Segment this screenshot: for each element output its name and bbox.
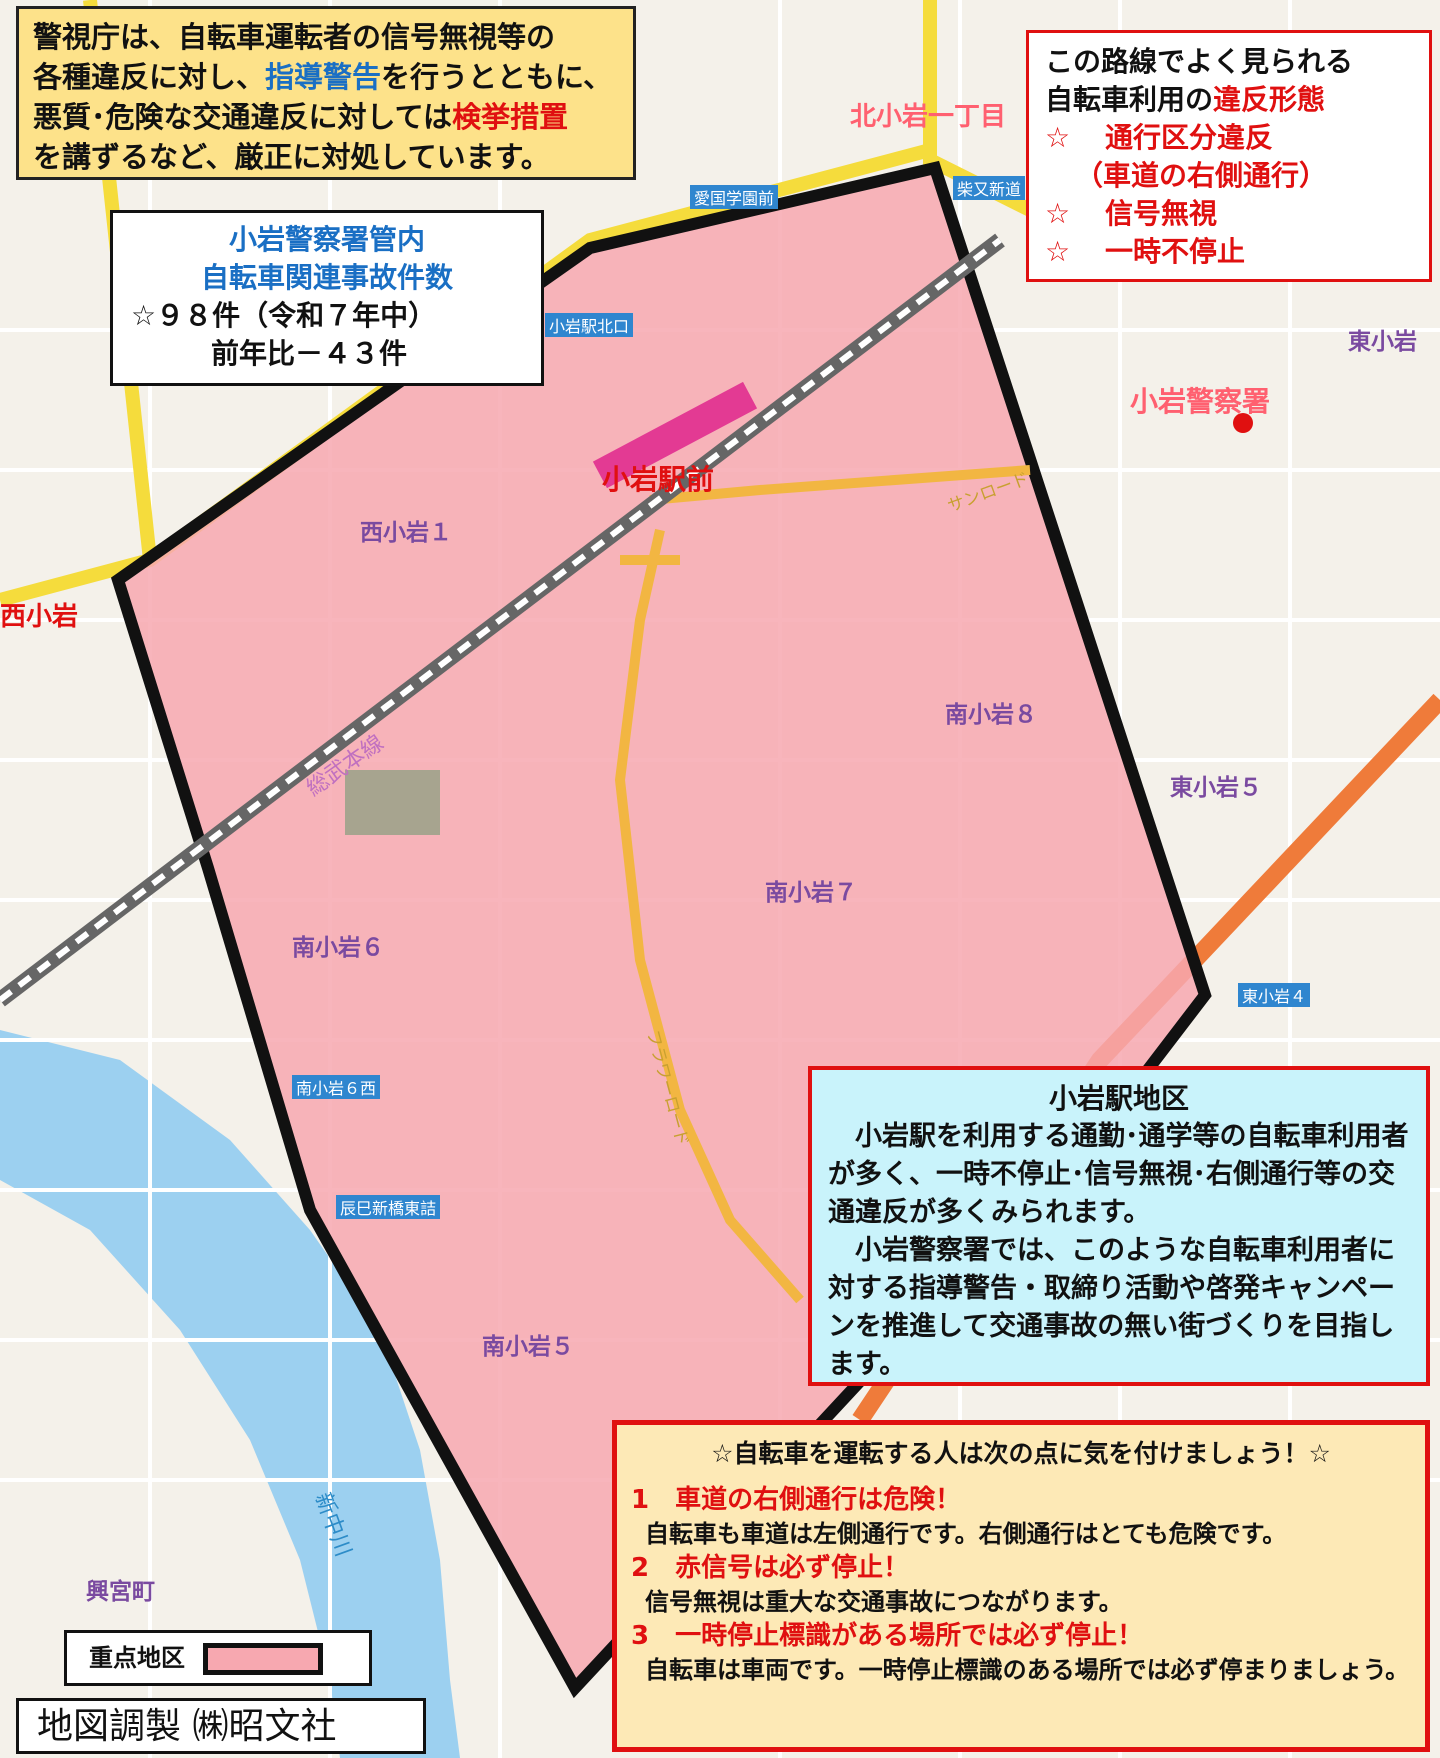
legend-swatch xyxy=(203,1643,323,1675)
label-minamikoiwa6nishi: 南小岩６西 xyxy=(292,1075,381,1099)
station-building xyxy=(592,381,758,489)
park xyxy=(345,770,440,835)
tip-desc-3: 自転車は車両です。一時停止標識のある場所では必ず停まりましょう。 xyxy=(645,1656,1410,1684)
violation-item-2: ☆ 信号無視 xyxy=(1045,195,1413,233)
notice-line3-b: 検挙措置 xyxy=(452,100,569,134)
station-area-p1: 小岩駅を利用する通勤･通学等の自転車利用者が多く、一時不停止･信号無視･右側通行… xyxy=(828,1121,1409,1228)
violation-item-3-label: 一時不停止 xyxy=(1105,235,1246,268)
violation-item-3: ☆ 一時不停止 xyxy=(1045,233,1413,271)
violation-item-1-sub: （車道の右側通行） xyxy=(1075,159,1328,192)
stats-compare: 前年比－４３件 xyxy=(211,337,408,370)
tips-title: ☆自転車を運転する人は次の点に気を付けましょう！☆ xyxy=(711,1439,1331,1468)
label-nishikoiwa: 西小岩 xyxy=(0,602,79,632)
stats-title1: 小岩警察署管内 xyxy=(228,223,425,256)
accident-stats: 小岩警察署管内 自転車関連事故件数 ☆９８件（令和７年中） 前年比－４３件 xyxy=(110,210,544,386)
violation-item-1-label: 通行区分違反 xyxy=(1105,121,1274,154)
label-higashikoiwa4: 東小岩４ xyxy=(1238,983,1311,1007)
label-minamikoiwa8: 南小岩８ xyxy=(945,702,1037,728)
notice-line3: 悪質･危険な交通違反に対しては検挙措置 xyxy=(33,97,619,137)
enforcement-notice: 警視庁は、自転車運転者の信号無視等の 各種違反に対し、指導警告を行うとともに、 … xyxy=(16,6,636,180)
station-area-info: 小岩駅地区 小岩駅を利用する通勤･通学等の自転車利用者が多く、一時不停止･信号無… xyxy=(808,1066,1430,1386)
label-minamikoiwa5: 南小岩５ xyxy=(482,1334,574,1360)
star-icon: ☆ xyxy=(1045,197,1071,230)
label-aikoku: 愛国学園前 xyxy=(690,185,779,209)
station-area-p2: 小岩警察署では、このような自転車利用者に対する指導警告・取締り活動や啓発キャンペ… xyxy=(828,1235,1395,1380)
violations-title2: 自転車利用の違反形態 xyxy=(1045,81,1413,119)
label-police-station: 小岩警察署 xyxy=(1130,385,1271,418)
police-marker xyxy=(1233,413,1253,433)
stats-count: ☆９８件（令和７年中） xyxy=(131,299,437,332)
stats-title2: 自転車関連事故件数 xyxy=(200,261,453,294)
map-legend: 重点地区 xyxy=(64,1630,372,1686)
star-icon: ☆ xyxy=(1045,235,1071,268)
star-icon: ☆ xyxy=(1045,121,1071,154)
label-higashikoiwa: 東小岩 xyxy=(1348,329,1417,355)
label-station: 小岩駅前 xyxy=(602,463,715,496)
station-area-title: 小岩駅地区 xyxy=(1048,1082,1189,1115)
railway xyxy=(0,233,1005,1007)
label-tatsumi: 辰巳新橋東詰 xyxy=(336,1195,441,1219)
tip-heading-2: 2 赤信号は必ず停止！ xyxy=(631,1553,910,1583)
river xyxy=(0,1030,460,1758)
notice-line2-b: 指導警告 xyxy=(265,60,382,94)
notice-line2-a: 各種違反に対し、 xyxy=(33,60,266,94)
tip-heading-1: 1 車道の右側通行は危険！ xyxy=(631,1485,962,1515)
violations-title2-b: 違反形態 xyxy=(1213,83,1326,116)
label-higashikoiwa5: 東小岩５ xyxy=(1170,775,1262,801)
violation-item-2-label: 信号無視 xyxy=(1105,197,1218,230)
notice-line4: を講ずるなど、厳正に対処しています。 xyxy=(33,140,550,174)
notice-line1: 警視庁は、自転車運転者の信号無視等の xyxy=(33,20,556,54)
label-okinomiya: 興宮町 xyxy=(86,1579,155,1605)
label-koiwa-north: 小岩駅北口 xyxy=(545,313,634,337)
label-nishikoiwa1: 西小岩１ xyxy=(360,520,452,546)
tip-desc-1: 自転車も車道は左側通行です。右側通行はとても危険です。 xyxy=(645,1520,1287,1548)
map-credit: 地図調製 ㈱昭文社 xyxy=(16,1698,426,1754)
tip-desc-2: 信号無視は重大な交通事故につながります。 xyxy=(645,1588,1123,1616)
legend-label: 重点地区 xyxy=(89,1644,185,1672)
label-minamikoiwa6: 南小岩６ xyxy=(292,935,384,961)
label-minamikoiwa7: 南小岩７ xyxy=(765,880,857,906)
violation-types: この路線でよく見られる 自転車利用の違反形態 ☆ 通行区分違反 （車道の右側通行）… xyxy=(1026,30,1432,282)
notice-line3-a: 悪質･危険な交通違反に対しては xyxy=(33,100,453,134)
violations-title2-a: 自転車利用の xyxy=(1045,83,1214,116)
label-shibamata: 柴又新道 xyxy=(953,176,1026,200)
tip-heading-3: 3 一時停止標識がある場所では必ず停止！ xyxy=(631,1621,1144,1651)
violations-title1: この路線でよく見られる xyxy=(1045,45,1354,78)
notice-line2-c: を行うとともに、 xyxy=(381,60,613,94)
notice-line2: 各種違反に対し、指導警告を行うとともに、 xyxy=(33,57,619,97)
violation-item-1: ☆ 通行区分違反 xyxy=(1045,119,1413,157)
cycling-tips: ☆自転車を運転する人は次の点に気を付けましょう！☆ 1 車道の右側通行は危険！ … xyxy=(612,1420,1430,1752)
label-kitakoiwa: 北小岩一丁目 xyxy=(850,102,1007,132)
inner-roads xyxy=(614,465,1031,1304)
